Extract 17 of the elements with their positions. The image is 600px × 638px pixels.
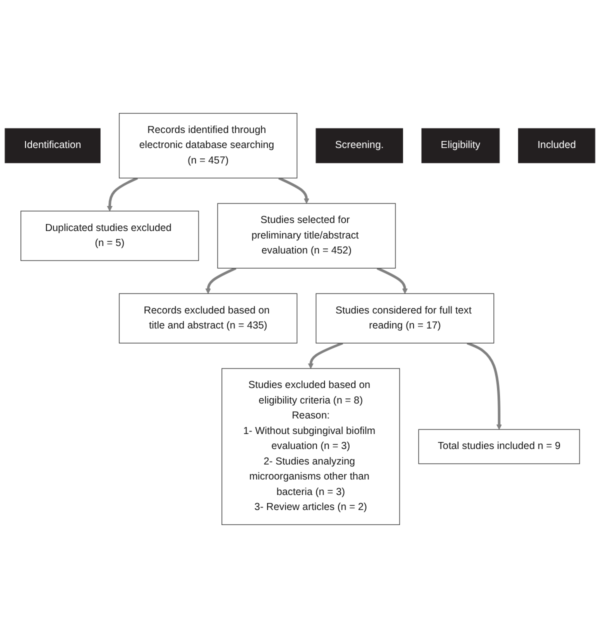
arrow (308, 342, 344, 369)
arrow (376, 267, 408, 294)
node-box: Records excluded based on title and abstract (n = 435) (118, 293, 298, 344)
arrow (106, 176, 138, 212)
node-box: Included (518, 128, 596, 164)
node-box: Duplicated studies excluded (n = 5) (20, 210, 199, 261)
arrow (466, 342, 502, 430)
node-box: Studies considered for full text reading (n = 17) (316, 293, 494, 344)
node-box: Identification (4, 128, 101, 164)
node-box: Studies excluded based on eligibility criteria (n = 8) Reason: 1- Without subgingival biofilm evaluation (n = 3) 2- Studies analyzing microorganisms other than bacteria (n = 3) 3- Review articles (n = 2) (222, 368, 400, 526)
arrow (278, 176, 310, 204)
arrow (205, 267, 236, 294)
node-box: Studies selected for preliminary title/abstract evaluation (n = 452) (217, 203, 396, 269)
node-box: Eligibility (421, 128, 500, 164)
node-box: Records identified through electronic database searching (n = 457) (118, 112, 298, 178)
node-box: Screening. (316, 128, 404, 164)
node-box: Total studies included n = 9 (418, 429, 580, 464)
